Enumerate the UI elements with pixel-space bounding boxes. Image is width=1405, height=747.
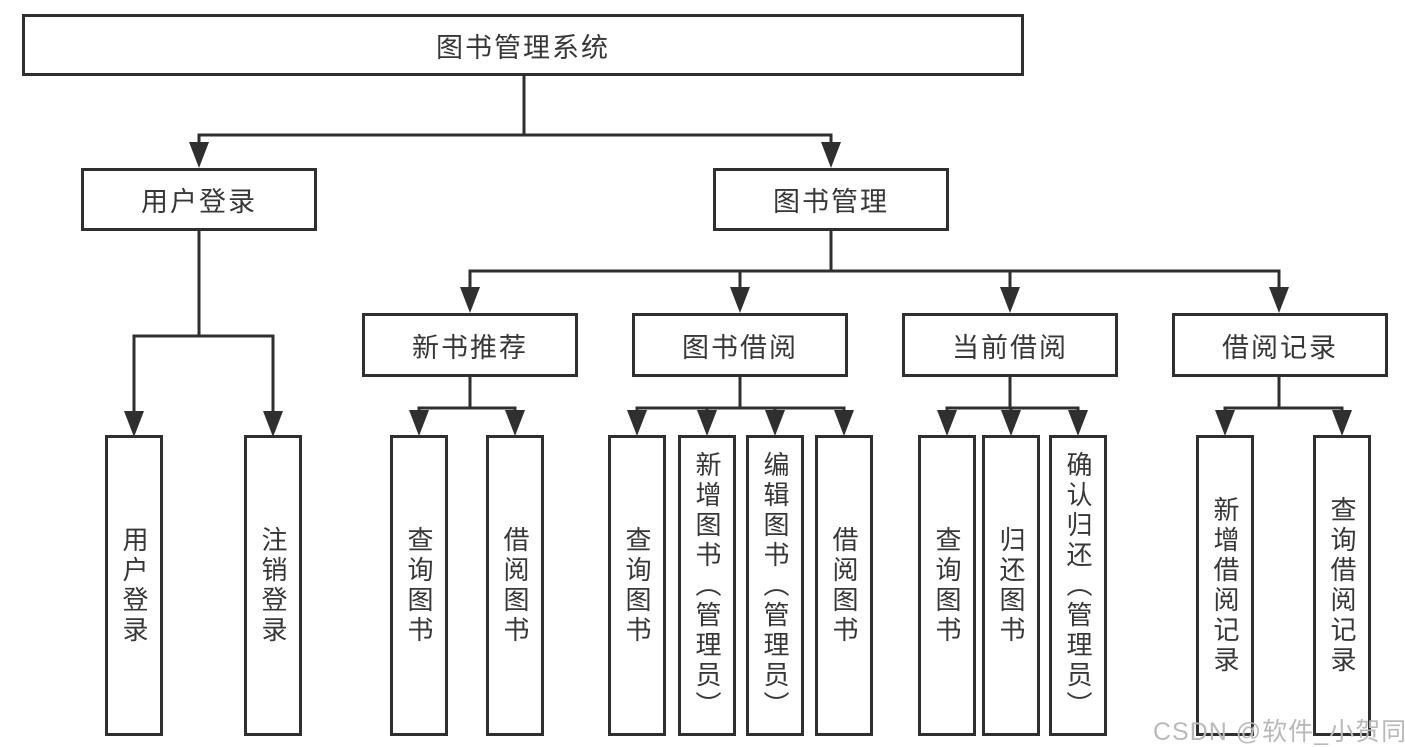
leaf-label: 查询图书 [404, 525, 434, 646]
arrow-down-icon [505, 410, 525, 436]
connector-root-split [197, 74, 833, 150]
leaf-label: 注销登录 [258, 525, 288, 646]
arrow-down-icon [460, 287, 480, 313]
node-book-borrowing: 图书借阅 [632, 313, 848, 377]
node-leaf-user-login: 用户登录 [105, 435, 163, 736]
node-borrowing-records: 借阅记录 [1172, 313, 1388, 377]
arrow-down-icon [1001, 410, 1021, 436]
node-leaf-bw-query-books: 查询图书 [608, 435, 666, 736]
node-leaf-logout: 注销登录 [244, 435, 302, 736]
node-current-borrowing-label: 当前借阅 [952, 332, 1068, 363]
connector-borrowing-records-split [1223, 375, 1344, 416]
arrow-down-icon [627, 410, 647, 436]
node-book-management-label: 图书管理 [773, 187, 889, 217]
arrow-down-icon [697, 410, 717, 436]
arrow-down-icon [124, 411, 144, 437]
node-leaf-bw-borrow-books: 借阅图书 [815, 435, 873, 736]
node-root-label: 图书管理系统 [436, 32, 610, 63]
connector-new-book-split [417, 375, 517, 416]
node-book-borrowing-label: 图书借阅 [682, 332, 798, 363]
connector-user-login-split [132, 229, 275, 417]
arrow-down-icon [730, 287, 750, 313]
arrow-down-icon [1000, 287, 1020, 313]
connector-book-management-split [468, 229, 1281, 293]
arrow-down-icon [1332, 410, 1352, 436]
node-new-book-recommend: 新书推荐 [362, 313, 578, 377]
node-leaf-cur-confirm-return: 确认归还（管理员） [1049, 435, 1107, 736]
arrow-down-icon [821, 142, 841, 168]
arrow-down-icon [263, 411, 283, 437]
arrow-down-icon [765, 410, 785, 436]
node-leaf-cur-return-books: 归还图书 [982, 435, 1040, 736]
leaf-label: 用户登录 [119, 525, 149, 646]
node-root: 图书管理系统 [22, 14, 1024, 76]
node-leaf-bw-edit-books: 编辑图书（管理员） [746, 435, 804, 736]
leaf-label: 新增借阅记录 [1210, 495, 1240, 676]
node-borrowing-records-label: 借阅记录 [1222, 332, 1338, 363]
arrow-down-icon [1269, 287, 1289, 313]
node-leaf-bw-add-books: 新增图书（管理员） [678, 435, 736, 736]
node-leaf-rec-query-record: 查询借阅记录 [1313, 435, 1371, 736]
connector-current-borrowing-split [945, 375, 1080, 416]
connector-book-borrowing-split [635, 375, 846, 416]
leaf-label: 编辑图书（管理员） [760, 450, 790, 721]
leaf-label: 新增图书（管理员） [692, 450, 722, 721]
node-user-login: 用户登录 [81, 168, 317, 231]
node-leaf-rec-add-record: 新增借阅记录 [1196, 435, 1254, 736]
arrow-down-icon [189, 142, 209, 168]
arrow-down-icon [1215, 410, 1235, 436]
node-book-management: 图书管理 [713, 168, 949, 231]
arrow-down-icon [1068, 410, 1088, 436]
leaf-label: 归还图书 [996, 525, 1026, 646]
node-leaf-nb-borrow-books: 借阅图书 [486, 435, 544, 736]
leaf-label: 查询借阅记录 [1327, 495, 1357, 676]
node-new-book-recommend-label: 新书推荐 [412, 332, 528, 363]
leaf-label: 借阅图书 [500, 525, 530, 646]
watermark: CSDN @软件_小贺同学 [1153, 718, 1405, 746]
arrow-down-icon [834, 410, 854, 436]
node-current-borrowing: 当前借阅 [902, 313, 1118, 377]
leaf-label: 确认归还（管理员） [1063, 450, 1093, 721]
leaf-label: 借阅图书 [829, 525, 859, 646]
node-user-login-label: 用户登录 [141, 187, 257, 217]
node-leaf-nb-query-books: 查询图书 [390, 435, 448, 736]
arrow-down-icon [409, 410, 429, 436]
leaf-label: 查询图书 [622, 525, 652, 646]
leaf-label: 查询图书 [932, 525, 962, 646]
node-leaf-cur-query-books: 查询图书 [918, 435, 976, 736]
arrow-down-icon [937, 410, 957, 436]
